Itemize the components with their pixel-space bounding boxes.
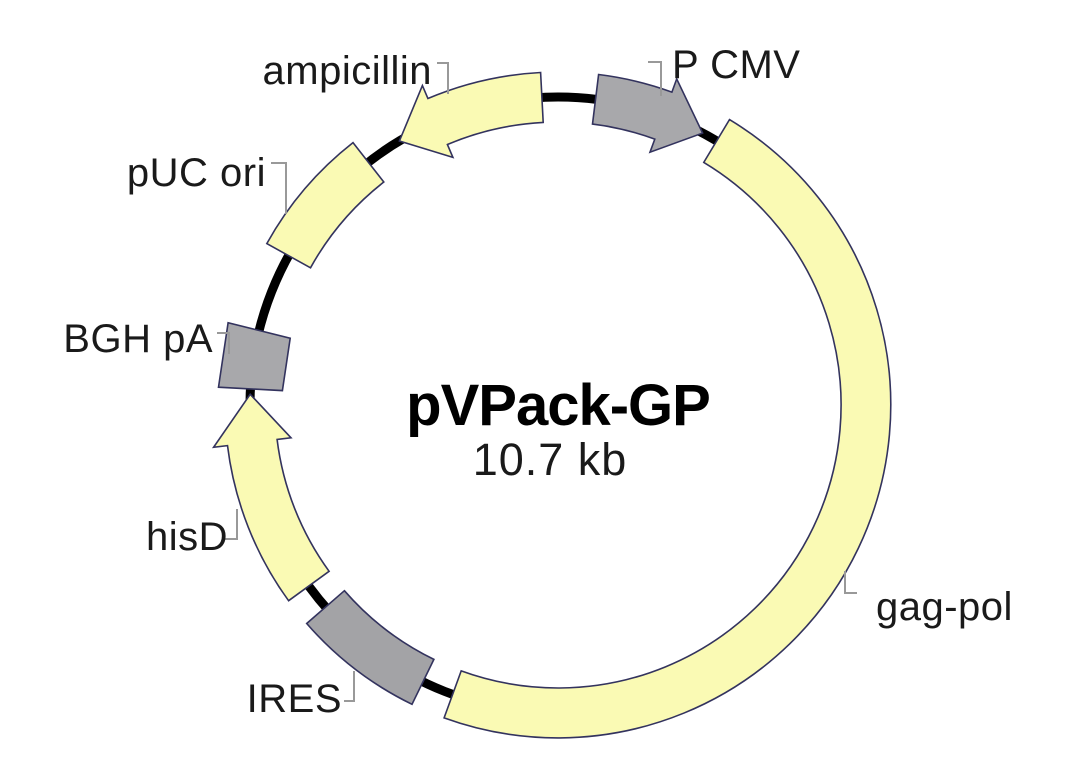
plasmid-size-label: 10.7 kb <box>473 434 628 485</box>
ires-label: IRES <box>247 677 342 721</box>
bgh-pa-leader-line <box>217 332 230 354</box>
feature-ampicillin-arrow <box>398 71 545 159</box>
feature-puc-ori-band <box>265 141 385 269</box>
p-cmv-label: P CMV <box>672 43 800 87</box>
gag-pol-leader-line <box>844 571 857 594</box>
feature-bgh-pa-block <box>217 321 292 392</box>
p-cmv-leader-line <box>648 61 662 96</box>
puc-ori-leader-line <box>271 162 287 214</box>
feature-p-cmv-arrow <box>591 73 704 154</box>
hisd-leader-line <box>224 509 238 540</box>
bgh-pa-label: BGH pA <box>63 317 213 361</box>
plasmid-name-title: pVPack-GP <box>406 373 710 438</box>
ires-leader-line <box>344 671 355 702</box>
gag-pol-label: gag-pol <box>876 585 1013 629</box>
ampicillin-label: ampicillin <box>263 49 433 93</box>
feature-ires-block <box>305 589 435 706</box>
feature-gag-pol-band <box>443 118 892 739</box>
ampicillin-leader-line <box>437 62 449 94</box>
puc-ori-label: pUC ori <box>127 151 266 195</box>
hisd-label: hisD <box>146 515 228 559</box>
feature-hisd-arrow <box>211 393 331 602</box>
